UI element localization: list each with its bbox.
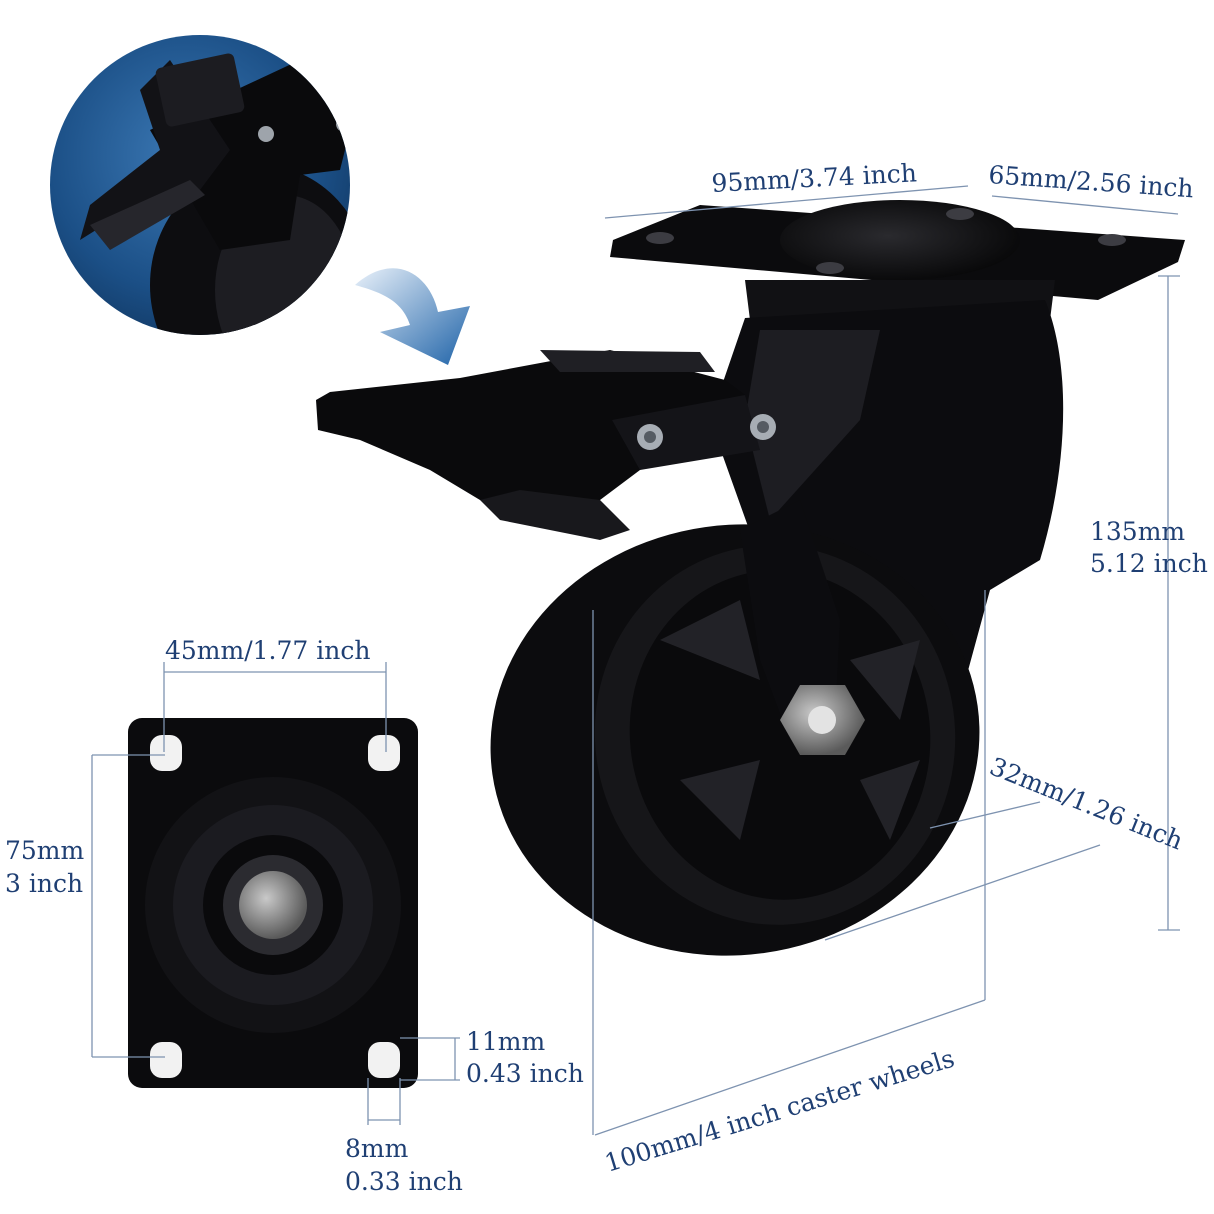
mount-hole <box>368 735 400 771</box>
brake-closeup-icon <box>50 35 350 335</box>
height-inch-label: 5.12 inch <box>1090 549 1208 578</box>
caster-illustration <box>316 200 1185 956</box>
mount-hole <box>368 1042 400 1078</box>
height-mm-label: 135mm <box>1090 517 1185 546</box>
top-plate-width-label: 65mm/2.56 inch <box>988 160 1195 203</box>
slot-length-mm-label: 11mm <box>466 1027 546 1056</box>
hole-spacing-width-label: 45mm/1.77 inch <box>165 636 370 665</box>
slot-width-mm-label: 8mm <box>345 1134 409 1163</box>
slot-width-inch-label: 0.33 inch <box>345 1167 463 1196</box>
dimension-lines <box>91 185 1180 1136</box>
wheel-diameter-label: 100mm/4 inch caster wheels <box>601 1044 958 1178</box>
mount-hole <box>150 735 182 771</box>
top-plate-length-label: 95mm/3.74 inch <box>711 158 918 198</box>
wheel-width-label: 32mm/1.26 inch <box>986 752 1187 856</box>
mount-hole <box>150 1042 182 1078</box>
top-plate-illustration <box>128 718 418 1088</box>
curved-arrow-icon <box>355 268 470 365</box>
slot-length-inch-label: 0.43 inch <box>466 1059 584 1088</box>
hole-spacing-length-mm-label: 75mm <box>5 836 85 865</box>
hole-spacing-length-inch-label: 3 inch <box>5 869 83 898</box>
